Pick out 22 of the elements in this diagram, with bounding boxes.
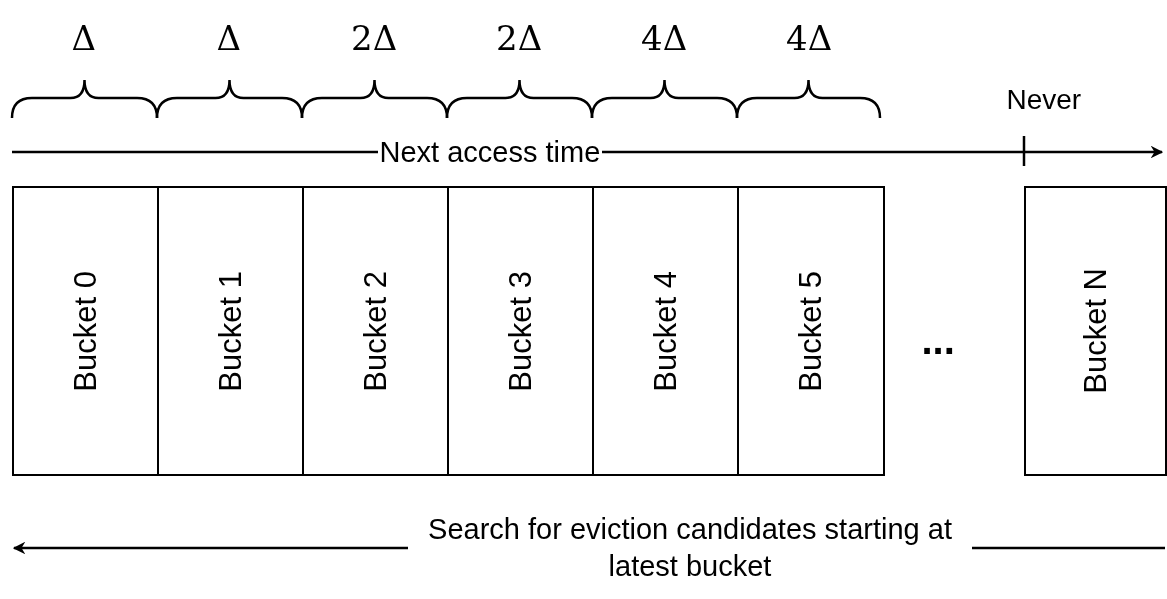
bucket-box — [737, 186, 885, 476]
bucket-label: Bucket 2 — [357, 270, 394, 392]
bucket-box — [447, 186, 595, 476]
bucket-box — [1024, 186, 1167, 476]
bucket-box — [12, 186, 160, 476]
ellipsis-mark: ... — [921, 317, 955, 363]
bucket-label: Bucket 3 — [502, 270, 539, 392]
interval-label: Δ — [71, 18, 97, 58]
interval-label: 4Δ — [786, 18, 833, 58]
bucket-box — [592, 186, 740, 476]
interval-label: 2Δ — [496, 18, 543, 58]
interval-label: 2Δ — [351, 18, 398, 58]
bucket-label: Bucket 5 — [792, 270, 829, 392]
bucket-box — [157, 186, 305, 476]
bucket-label: Bucket 0 — [67, 270, 104, 392]
interval-label: Δ — [216, 18, 242, 58]
bucket-label: Bucket N — [1077, 268, 1114, 394]
bucket-box — [302, 186, 450, 476]
bucket-label: Bucket 4 — [647, 270, 684, 392]
interval-label: 4Δ — [641, 18, 688, 58]
axis-label: Never — [1006, 84, 1082, 116]
bucket-label: Bucket 1 — [212, 270, 249, 392]
